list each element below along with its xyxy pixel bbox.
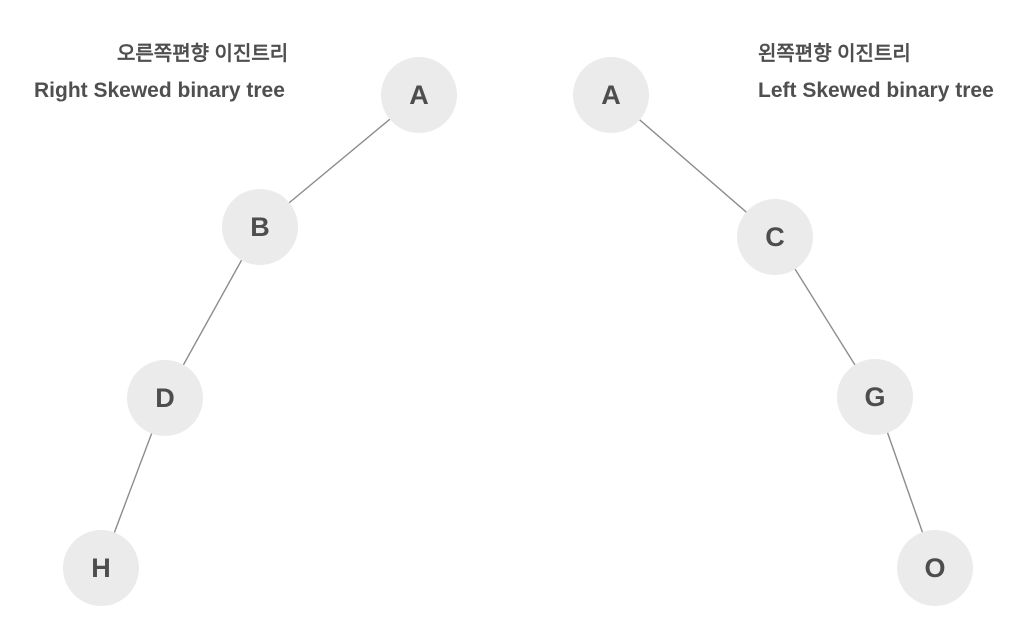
left-tree-node-root: A — [381, 57, 457, 133]
left-tree-node-level2: D — [127, 360, 203, 436]
right-tree-title-korean: 왼쪽편향 이진트리 — [758, 43, 911, 65]
right-tree-title-english: Left Skewed binary tree — [758, 79, 994, 102]
right-tree-node-level3: O — [897, 530, 973, 606]
left-tree-title-korean: 오른쪽편향 이진트리 — [117, 43, 289, 65]
left-tree-title-english: Right Skewed binary tree — [34, 79, 285, 102]
left-tree-node-level1: B — [222, 189, 298, 265]
right-tree-node-level1: C — [737, 199, 813, 275]
right-tree-node-root: A — [573, 57, 649, 133]
left-tree-node-level3: H — [63, 530, 139, 606]
right-tree-node-level2: G — [837, 359, 913, 435]
